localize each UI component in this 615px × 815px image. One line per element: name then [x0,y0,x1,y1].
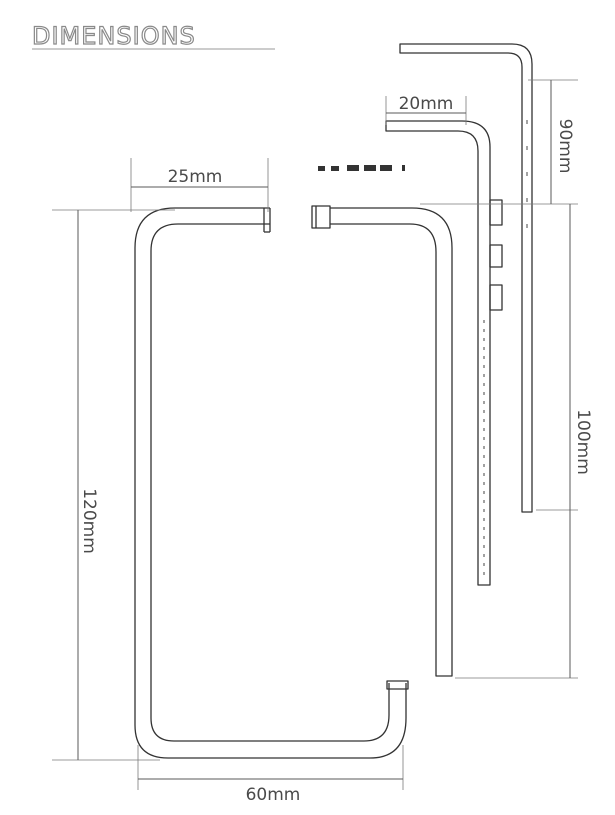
front-right-frame [330,207,453,677]
side-view-large [399,43,533,513]
front-frame-outer [134,207,407,759]
small-part-3 [347,165,359,171]
side-small-profile [385,120,491,586]
connector-plug [311,205,331,229]
dim-60mm-label: 60mm [246,785,301,805]
side-small-button-3 [489,284,503,311]
dim-120mm-label: 120mm [79,488,99,554]
dimension-100mm: 100mm [455,204,593,679]
dimension-20mm: 20mm [385,94,467,125]
front-view-frame [134,207,409,759]
dim-20mm-label: 20mm [399,94,454,114]
dim-100mm-label: 100mm [573,409,593,475]
dimension-90mm: 90mm [420,79,578,205]
front-view-right-piece [311,205,453,677]
side-large-profile [399,43,533,513]
small-part-5 [380,165,392,171]
dimension-25mm: 25mm [130,158,269,212]
small-part-1 [318,166,325,171]
small-part-2 [331,166,339,171]
side-view-small [385,120,503,586]
dimension-60mm: 60mm [137,745,404,805]
front-frame-endcap-bottom [386,680,409,690]
side-small-button-1 [489,199,503,226]
dim-90mm-label: 90mm [555,119,575,174]
dimension-120mm: 120mm [52,209,175,761]
side-small-button-2 [489,244,503,268]
front-frame-inner [150,223,390,742]
small-part-6 [402,165,405,171]
small-parts-row [318,165,405,171]
dim-25mm-label: 25mm [168,167,223,187]
small-part-4 [364,165,376,171]
page-title: DIMENSIONS [32,22,196,50]
